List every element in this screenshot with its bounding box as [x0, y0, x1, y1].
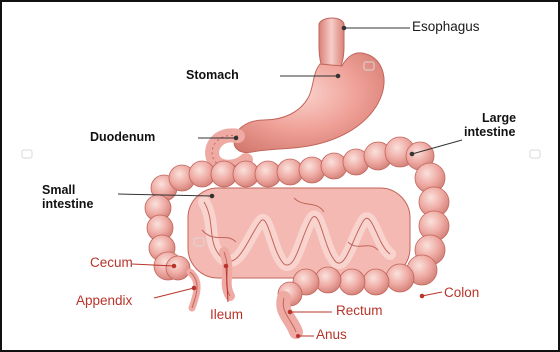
- label-large-intestine-line2: intestine: [464, 126, 515, 140]
- label-colon: Colon: [444, 286, 479, 301]
- label-small-intestine-line2: intestine: [42, 198, 93, 212]
- descending-colon: [407, 163, 449, 285]
- label-rectum: Rectum: [336, 304, 383, 319]
- label-duodenum: Duodenum: [90, 131, 155, 145]
- stomach-shape: [234, 53, 384, 153]
- label-ileum: Ileum: [210, 308, 243, 323]
- label-large-intestine-line1: Large: [482, 112, 516, 126]
- anus-marker: [296, 334, 300, 338]
- label-small-intestine-line1: Small: [42, 184, 75, 198]
- label-esophagus: Esophagus: [412, 20, 480, 35]
- label-appendix: Appendix: [76, 294, 132, 309]
- label-cecum: Cecum: [90, 256, 133, 271]
- label-stomach: Stomach: [186, 69, 239, 83]
- cecum-shape: [166, 256, 190, 280]
- label-anus: Anus: [316, 328, 347, 343]
